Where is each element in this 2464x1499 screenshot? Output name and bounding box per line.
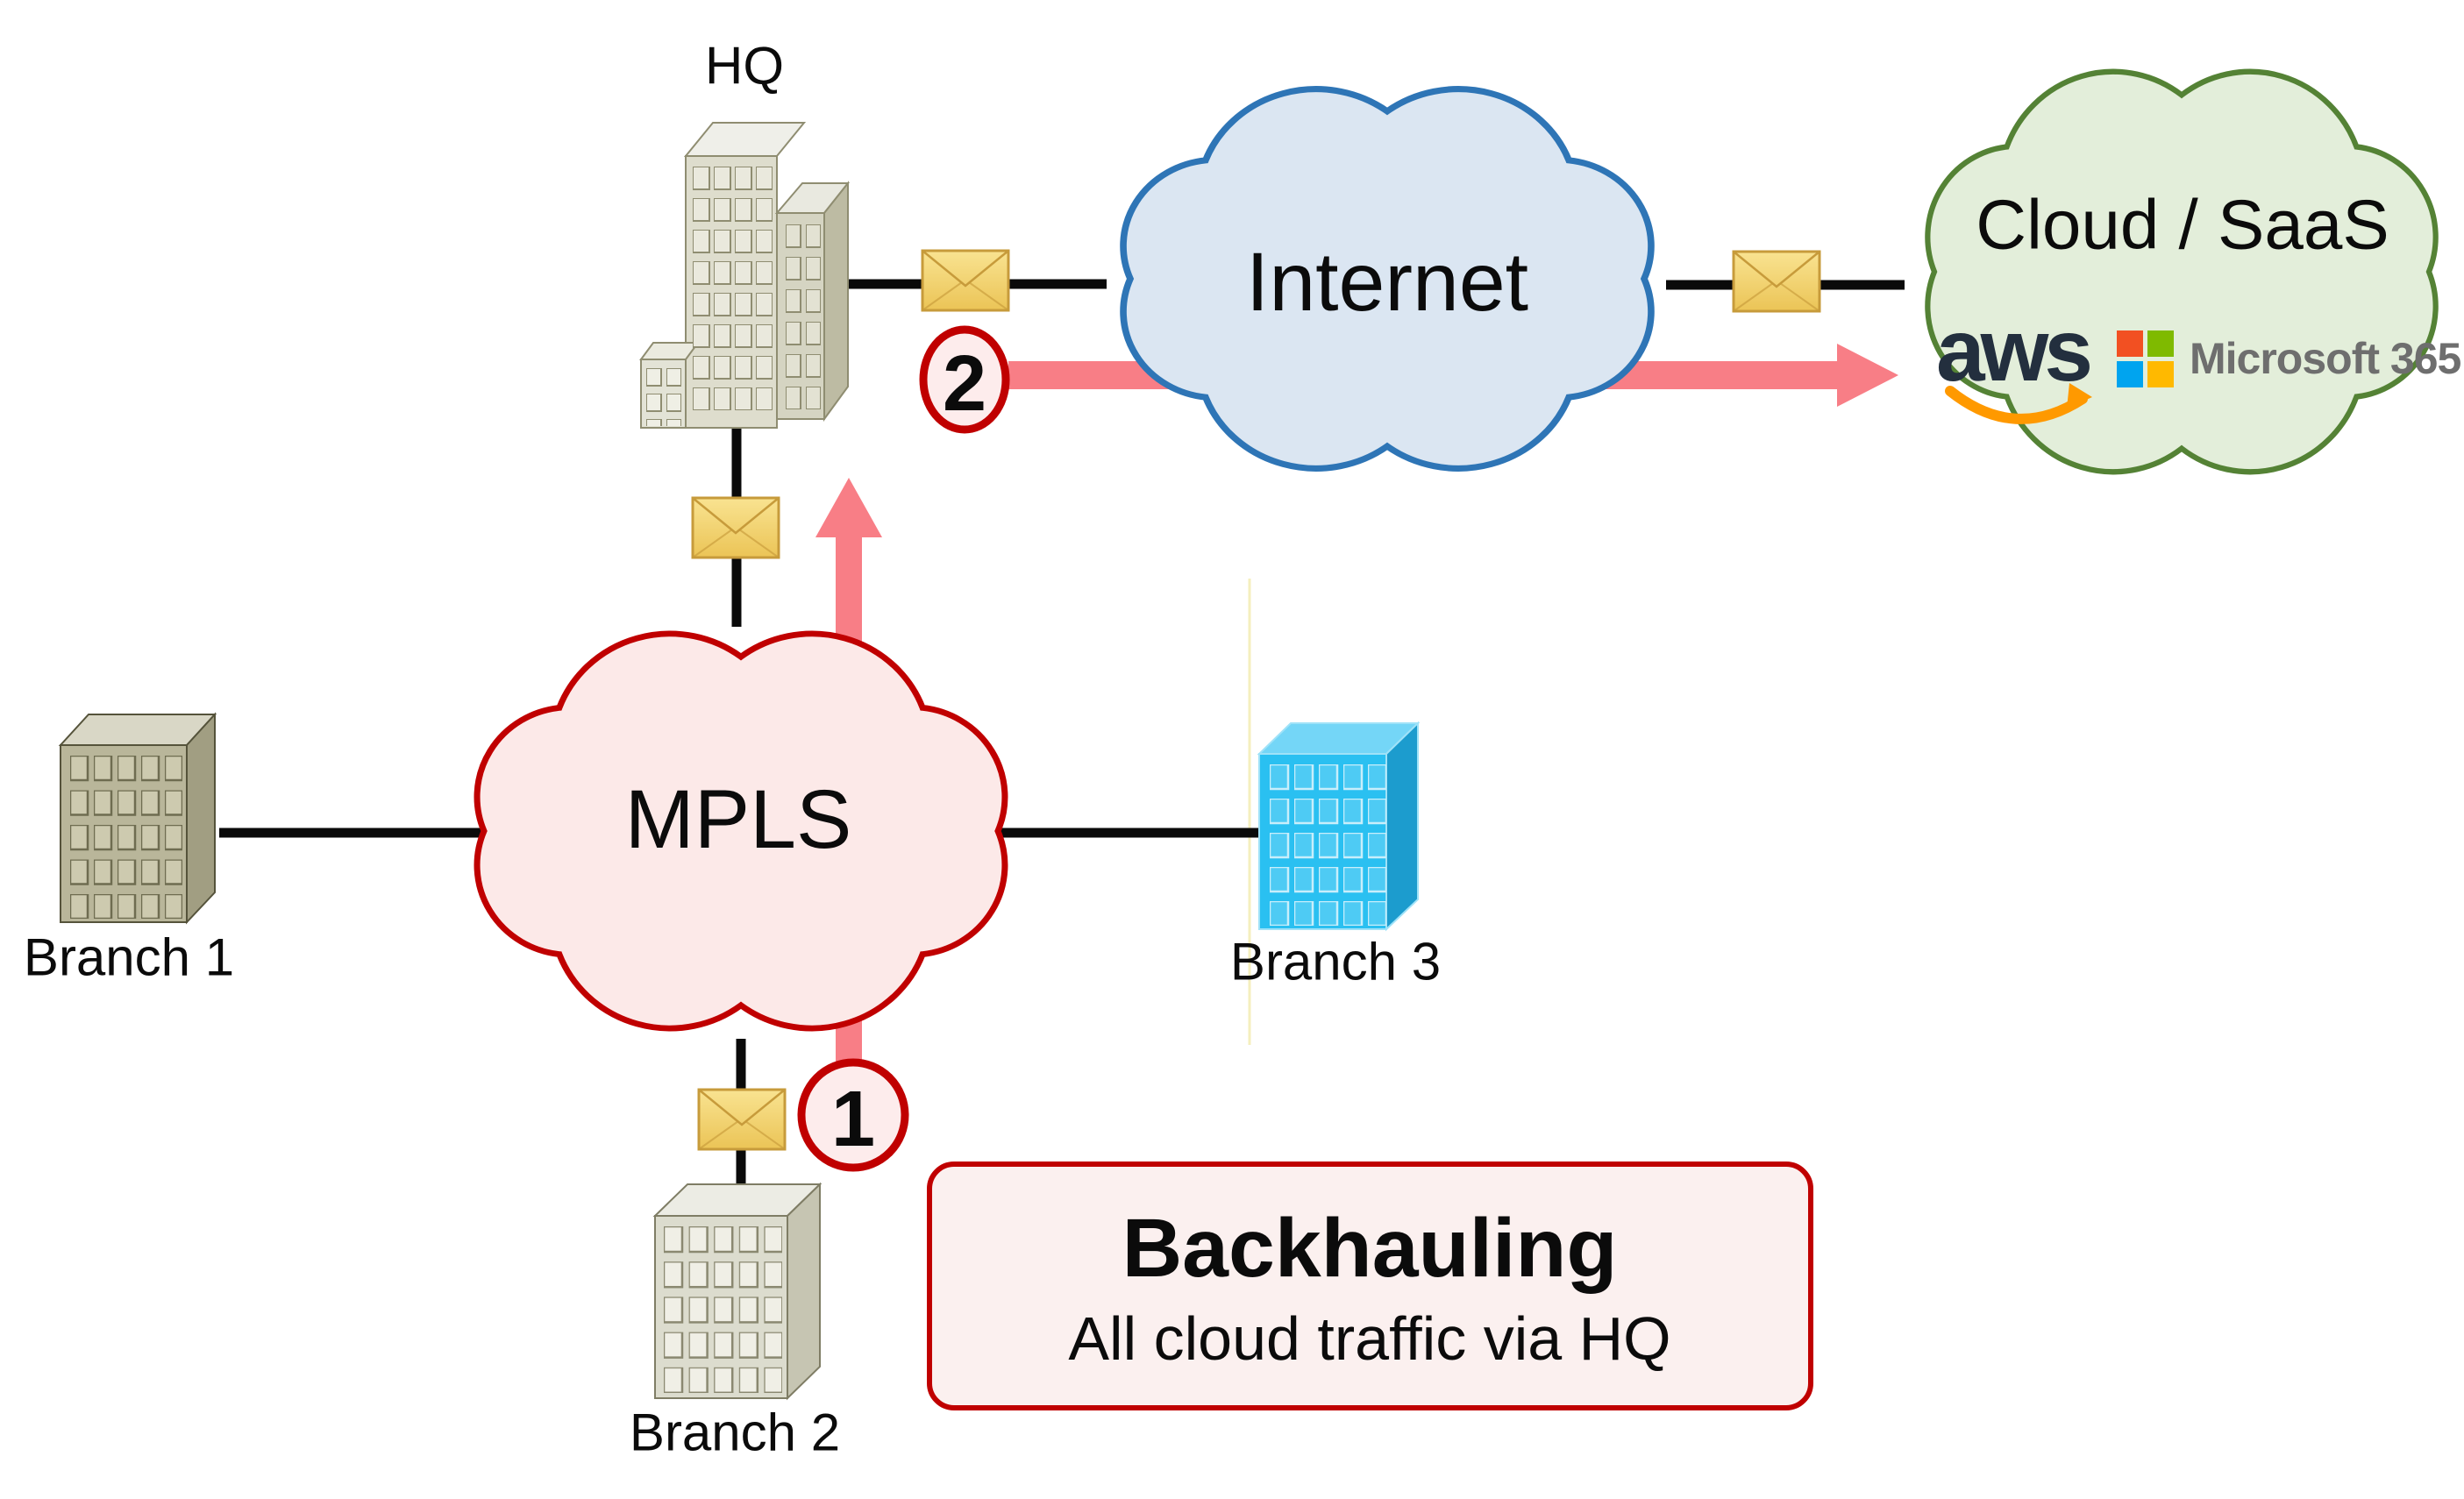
branch3-building-icon (1257, 721, 1421, 932)
branch2-label: Branch 2 (630, 1403, 840, 1462)
microsoft-365-logo-icon: Microsoft 365 (2117, 330, 2462, 387)
branch2-building-icon (652, 1182, 823, 1401)
note-box-background (927, 1162, 1813, 1410)
step-badge-2-circle (919, 325, 1010, 434)
hq-tower-windows (786, 224, 821, 409)
branch1-windows (70, 756, 182, 919)
branch2-side (787, 1182, 821, 1401)
cloud-saas-label: Cloud / SaaS (1976, 186, 2389, 264)
hq-label: HQ (705, 37, 784, 96)
branch2-windows (664, 1226, 782, 1393)
branch3-label: Branch 3 (1230, 933, 1441, 991)
branch1-label: Branch 1 (24, 928, 234, 987)
step-badge-2: 2 (919, 325, 1010, 434)
step-badge-1: 1 (797, 1058, 909, 1172)
branch3-side (1385, 721, 1419, 932)
branch1-side (186, 712, 216, 925)
ms-square-green (2147, 330, 2174, 357)
note-subtitle: All cloud traffic via HQ (1068, 1304, 1670, 1373)
saas-cloud-shape (1927, 72, 2435, 472)
microsoft-365-text: Microsoft 365 (2190, 334, 2461, 383)
hq-tower-side (823, 181, 849, 423)
ms-square-red (2117, 330, 2143, 357)
hq-building-icon (639, 122, 851, 429)
aws-smile-arrowhead (2067, 383, 2092, 408)
aws-smile-icon (1945, 386, 2088, 424)
connector-lines (219, 279, 1905, 1194)
mpls-label: MPLS (625, 773, 852, 866)
note-box: Backhauling All cloud traffic via HQ (927, 1162, 1813, 1410)
note-title: Backhauling (1122, 1202, 1618, 1295)
hq-main-roof (683, 122, 807, 157)
envelope-icon-hq-internet (921, 249, 1010, 312)
branch3-windows (1270, 764, 1386, 926)
step-badge-1-circle (797, 1058, 909, 1172)
branch1-building-icon (58, 712, 217, 925)
step-badge-1-number: 1 (831, 1076, 875, 1163)
aws-logo-text: aws (1936, 302, 2090, 400)
hq-main-windows (693, 167, 773, 410)
internet-label: Internet (1246, 236, 1528, 329)
envelope-icon-mpls-branch2 (697, 1088, 787, 1151)
ms-square-yellow (2147, 361, 2174, 387)
step-badge-2-number: 2 (943, 340, 986, 428)
envelope-icon-internet-saas (1732, 250, 1821, 313)
aws-logo-icon: aws (1936, 302, 2094, 424)
ms-square-blue (2117, 361, 2143, 387)
envelope-icon-hq-mpls (691, 496, 780, 559)
hq-annex-windows (646, 368, 681, 426)
